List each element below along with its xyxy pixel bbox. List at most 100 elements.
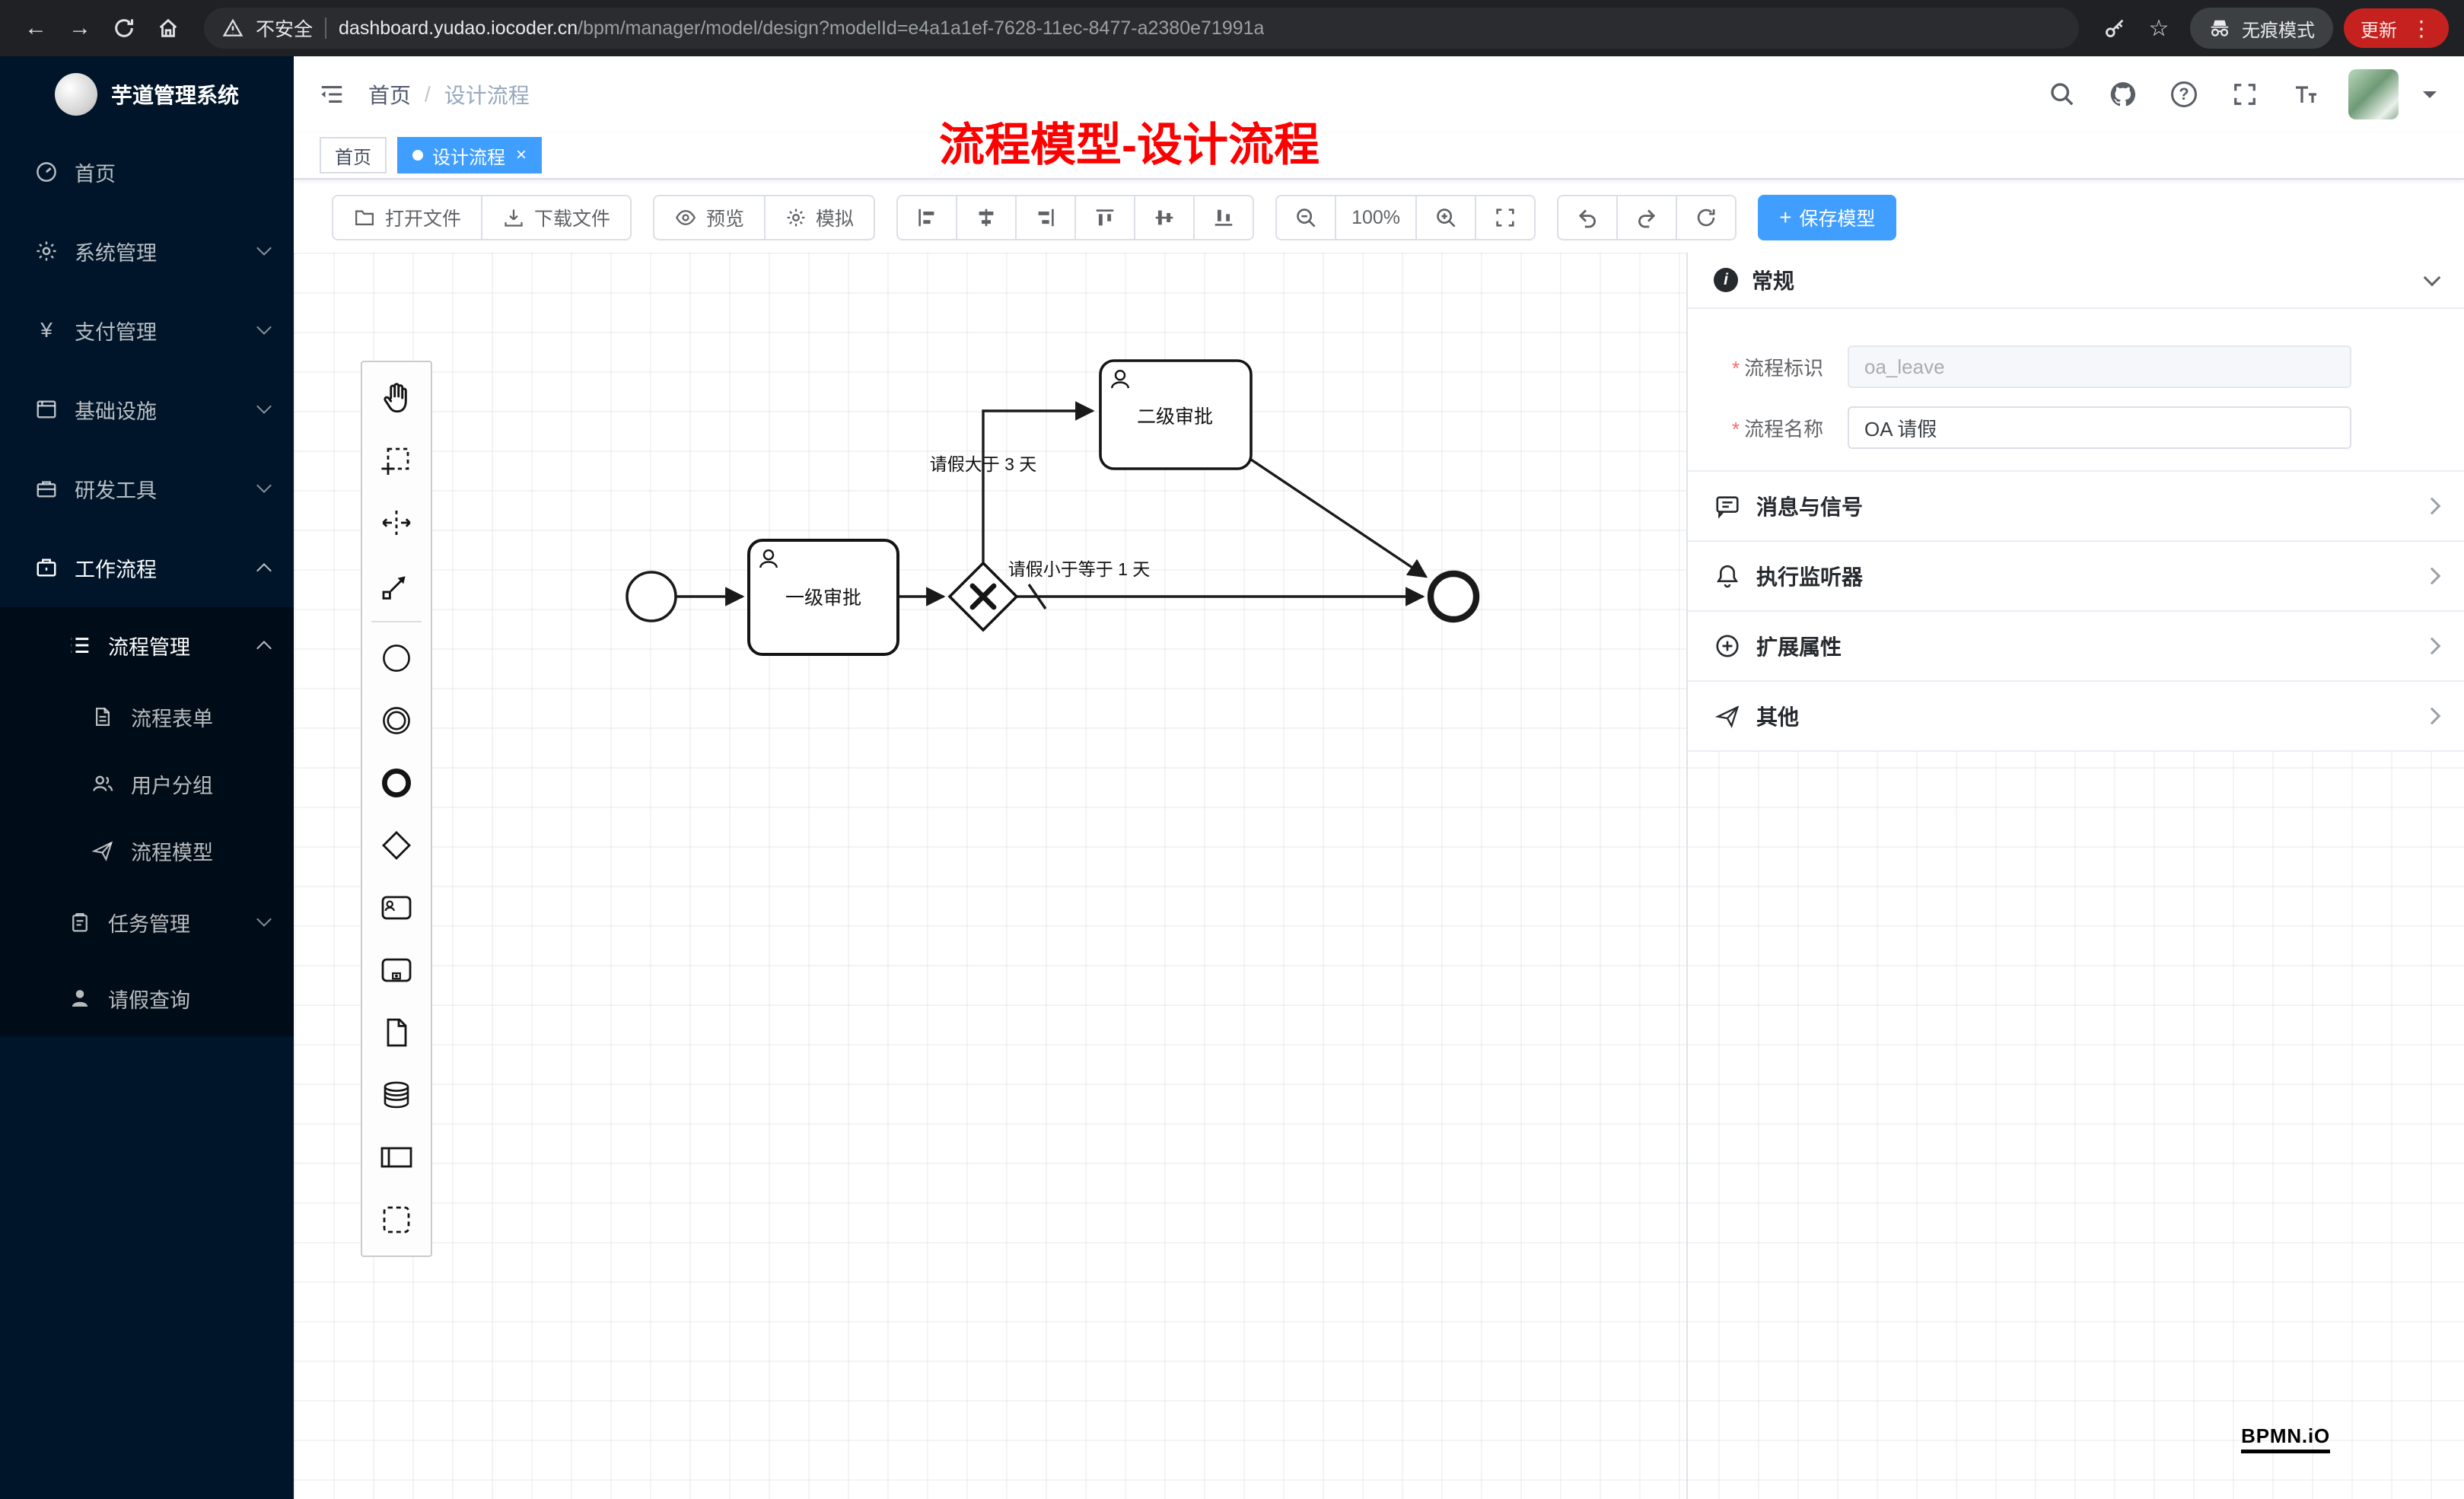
align-right-button[interactable] [1015,195,1077,240]
help-button[interactable]: ? [2166,76,2202,113]
sidebar-item-leave-query[interactable]: 请假查询 [0,960,294,1036]
send-icon [90,840,116,861]
bpmn-canvas[interactable]: 一级审批 二级审批 [294,253,2464,1499]
zoom-out-button[interactable] [1275,195,1337,240]
flow-gateway-to-task2[interactable] [982,401,1095,563]
create-start-event[interactable] [365,627,428,689]
tab-label: 首页 [335,147,371,168]
tab-close-icon[interactable]: × [516,145,527,165]
redo-button[interactable] [1616,195,1678,240]
sidebar-collapse-button[interactable] [315,78,349,111]
section-execution-listeners[interactable]: 执行监听器 [1688,542,2464,612]
section-other[interactable]: 其他 [1688,682,2464,752]
flow-task2-to-end[interactable] [1250,458,1428,578]
bookmark-button[interactable]: ☆ [2138,8,2179,49]
start-event[interactable] [626,571,677,622]
space-tool[interactable] [365,492,428,554]
field-label: *流程名称 [1732,414,1848,442]
align-top-button[interactable] [1074,195,1136,240]
global-connect-tool[interactable] [365,554,428,616]
sidebar-item-process-model[interactable]: 流程模型 [0,817,294,884]
reload-button[interactable] [103,8,145,49]
breadcrumb-current: 设计流程 [444,84,530,107]
hand-tool[interactable] [365,367,428,429]
undo-button[interactable] [1557,195,1619,240]
end-event[interactable] [1427,570,1480,623]
restart-button[interactable] [1676,195,1737,240]
zoom-reset-button[interactable] [1475,195,1536,240]
browser-menu-icon[interactable]: ⋮ [2411,16,2432,40]
create-group[interactable] [365,1189,428,1251]
fullscreen-icon [2234,84,2255,105]
preview-button[interactable]: 预览 [653,195,766,240]
connect-icon [382,576,406,600]
sidebar-item-system[interactable]: 系统管理 [0,212,294,291]
gear-icon [33,240,59,263]
create-user-task[interactable] [365,877,428,939]
create-subprocess[interactable] [365,939,428,1001]
breadcrumb-home[interactable]: 首页 [368,84,412,107]
group-icon [383,1206,410,1233]
sidebar-item-task-mgmt[interactable]: 任务管理 [0,884,294,960]
exclusive-gateway[interactable] [947,561,1019,632]
create-datastore[interactable] [365,1064,428,1126]
eye-icon [676,210,696,225]
github-icon [2110,82,2136,107]
sidebar-item-label: 首页 [75,162,116,186]
sidebar-item-label: 流程表单 [131,707,213,730]
save-model-button[interactable]: + 保存模型 [1758,195,1897,240]
update-browser-button[interactable]: 更新 ⋮ [2344,8,2449,48]
reload-icon [115,19,133,37]
sidebar-item-process-mgmt[interactable]: 流程管理 [0,607,294,683]
tab-design-process[interactable]: 设计流程 × [397,137,543,173]
create-intermediate-event[interactable] [365,689,428,752]
user-task-second-approve[interactable]: 二级审批 [1099,359,1253,470]
back-button[interactable]: ← [15,8,56,49]
simulate-button[interactable]: 模拟 [764,195,876,240]
zoom-in-button[interactable] [1415,195,1477,240]
sidebar-item-process-form[interactable]: 流程表单 [0,683,294,750]
home-icon [159,18,177,37]
password-key-button[interactable] [2094,8,2135,49]
github-button[interactable] [2105,76,2141,113]
flow-label-le1day[interactable]: 请假小于等于 1 天 [1008,559,1151,579]
create-gateway[interactable] [365,814,428,877]
align-middle-button[interactable] [1134,195,1195,240]
sidebar-item-user-group[interactable]: 用户分组 [0,750,294,817]
sidebar-item-infra[interactable]: 基础设施 [0,370,294,449]
tab-home[interactable]: 首页 [320,137,387,173]
lasso-tool[interactable] [365,429,428,492]
user-avatar[interactable] [2348,69,2399,119]
create-end-event[interactable] [365,752,428,814]
section-general[interactable]: i 常规 [1688,253,2464,309]
url-bar[interactable]: 不安全 dashboard.yudao.iocoder.cn/bpm/manag… [204,8,2079,49]
flow-label-gt3days[interactable]: 请假大于 3 天 [930,454,1037,474]
avatar-caret-icon[interactable] [2423,91,2437,105]
sidebar-item-devtools[interactable]: 研发工具 [0,449,294,528]
align-center-button[interactable] [956,195,1017,240]
create-participant[interactable] [365,1126,428,1189]
dashboard-icon [33,161,59,183]
sidebar-item-home[interactable]: 首页 [0,132,294,212]
section-messages-signals[interactable]: 消息与信号 [1688,472,2464,542]
process-name-input[interactable] [1848,406,2351,449]
align-bottom-button[interactable] [1193,195,1255,240]
list-icon [67,634,93,657]
home-button[interactable] [148,8,189,49]
user-task-first-approve[interactable]: 一级审批 [747,539,899,656]
open-file-button[interactable]: 打开文件 [332,195,483,240]
download-file-button[interactable]: 下载文件 [481,195,632,240]
align-left-button[interactable] [896,195,958,240]
forward-button[interactable]: → [59,8,100,49]
font-size-button[interactable] [2287,76,2324,113]
app-logo[interactable]: 芋道管理系统 [0,56,294,132]
sidebar-item-payment[interactable]: ¥ 支付管理 [0,291,294,370]
section-extended-attributes[interactable]: 扩展属性 [1688,612,2464,682]
sidebar-item-workflow[interactable]: 工作流程 [0,528,294,607]
process-key-input[interactable] [1848,345,2351,388]
bpmn-io-watermark[interactable]: BPMN.iO [2241,1424,2330,1453]
zoom-level[interactable]: 100% [1335,195,1418,240]
header-search-button[interactable] [2044,76,2080,113]
fullscreen-button[interactable] [2227,76,2263,113]
create-file[interactable] [365,1001,428,1064]
